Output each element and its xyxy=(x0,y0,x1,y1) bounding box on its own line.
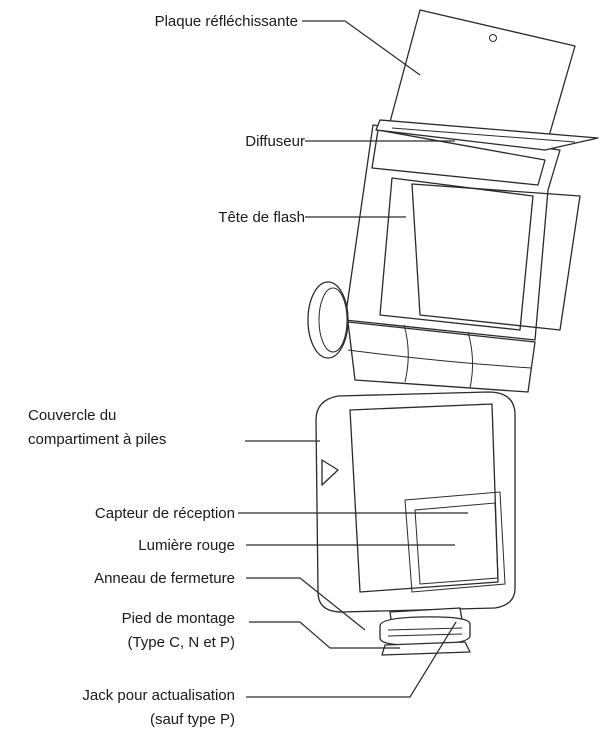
label-update-jack-line1: Jack pour actualisation xyxy=(82,687,235,704)
neck-hinge xyxy=(347,321,536,393)
label-battery-cover-line1: Couvercle du xyxy=(28,407,117,424)
leader-mount-foot xyxy=(249,621,400,649)
leader-lock-ring xyxy=(246,577,366,631)
label-reflector: Plaque réfléchissante xyxy=(154,13,298,30)
label-diffuser: Diffuseur xyxy=(245,133,305,150)
leader-update-jack xyxy=(246,621,457,698)
flash-head xyxy=(344,124,581,341)
diffuser-panel xyxy=(375,119,599,151)
swivel-knob xyxy=(307,281,349,359)
label-mount-foot-line1: Pied de montage xyxy=(121,610,235,627)
mount-foot xyxy=(379,607,471,656)
label-red-light: Lumière rouge xyxy=(138,537,235,554)
label-update-jack-line2: (sauf type P) xyxy=(149,711,235,728)
leader-lines xyxy=(238,20,468,698)
label-flash-head: Tête de flash xyxy=(218,209,305,226)
leader-reflector-pointer xyxy=(330,20,421,76)
label-receiver-sensor: Capteur de réception xyxy=(94,505,235,522)
flash-body xyxy=(315,391,516,613)
label-lock-ring: Anneau de fermeture xyxy=(94,570,235,587)
label-mount-foot-line2: (Type C, N et P) xyxy=(127,634,235,651)
label-battery-cover-line2: compartiment à piles xyxy=(28,431,167,448)
